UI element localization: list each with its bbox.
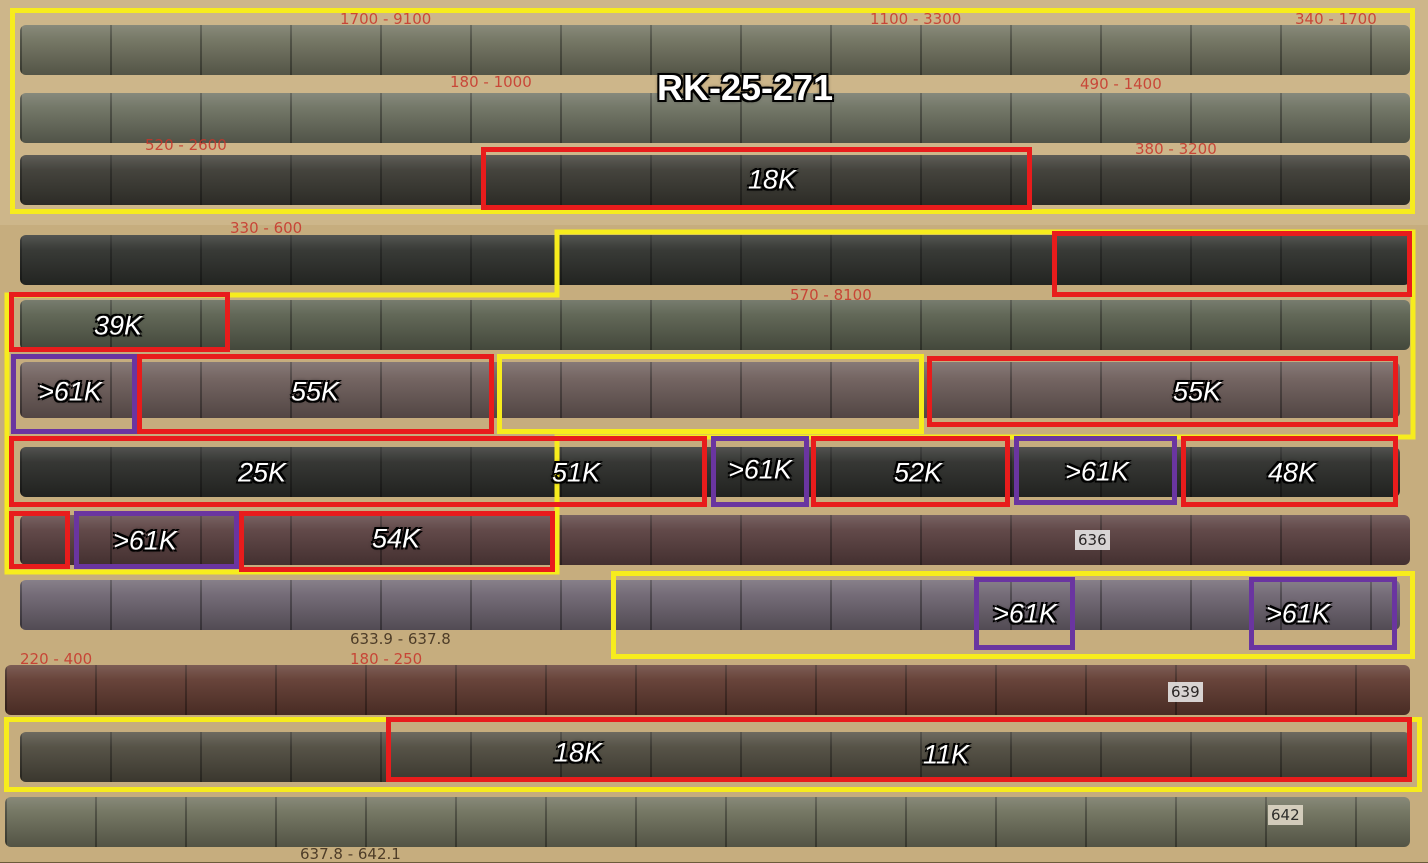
assay-label: 25K — [237, 457, 287, 488]
purple-assay-box — [711, 436, 809, 507]
core-row — [20, 447, 1400, 497]
yellow-zone-box — [611, 571, 1415, 659]
assay-label: >61K — [113, 525, 177, 556]
purple-assay-box — [11, 354, 137, 434]
assay-label: 11K — [922, 739, 970, 770]
core-row — [20, 732, 1410, 782]
red-assay-box — [481, 147, 1032, 210]
purple-assay-box — [74, 511, 239, 569]
assay-label: >61K — [1065, 456, 1129, 487]
assay-label: 48K — [1267, 457, 1317, 488]
assay-label: 39K — [93, 310, 143, 341]
core-row — [20, 300, 1410, 350]
depth-tag: 642 — [1268, 805, 1303, 825]
assay-label: 55K — [1172, 376, 1222, 407]
handwritten-note: 1100 - 3300 — [870, 10, 962, 28]
assay-label: 52K — [893, 457, 943, 488]
core-row — [20, 155, 1410, 205]
handwritten-note: 380 - 3200 — [1135, 140, 1217, 158]
handwritten-note: 180 - 1000 — [450, 73, 532, 91]
assay-label: >61K — [993, 598, 1057, 629]
yellow-zone-box — [497, 354, 924, 434]
core-row — [20, 235, 1410, 285]
handwritten-note: 520 - 2600 — [145, 136, 227, 154]
drillhole-title: RK-25-271 — [656, 67, 834, 108]
red-assay-box — [386, 717, 1412, 782]
red-assay-box — [239, 511, 555, 572]
red-assay-box — [9, 292, 230, 352]
assay-label: 51K — [551, 457, 601, 488]
core-row — [20, 93, 1410, 143]
red-assay-box — [9, 511, 70, 569]
handwritten-note: 490 - 1400 — [1080, 75, 1162, 93]
red-assay-box — [1181, 436, 1398, 507]
purple-assay-box — [1014, 436, 1177, 505]
handwritten-note: 340 - 1700 — [1295, 10, 1377, 28]
core-row — [20, 515, 1410, 565]
handwritten-note: 220 - 400 — [20, 650, 93, 668]
red-assay-box — [927, 356, 1398, 427]
assay-label: 18K — [553, 737, 603, 768]
handwritten-note: 637.8 - 642.1 — [300, 845, 401, 863]
red-assay-box — [811, 436, 1010, 507]
assay-label: >61K — [728, 454, 792, 485]
core-row — [5, 797, 1410, 847]
depth-tag: 639 — [1168, 682, 1203, 702]
assay-label: >61K — [38, 376, 102, 407]
purple-assay-box — [974, 577, 1075, 650]
assay-label: 55K — [290, 376, 340, 407]
core-row — [20, 362, 1400, 418]
yellow-zone-outline — [4, 229, 1416, 575]
yellow-zone-box — [10, 8, 1415, 214]
assay-label: >61K — [1266, 598, 1330, 629]
handwritten-note: 180 - 250 — [350, 650, 423, 668]
red-assay-box — [1052, 231, 1412, 297]
handwritten-note: 633.9 - 637.8 — [350, 630, 451, 648]
handwritten-note: 570 - 8100 — [790, 286, 872, 304]
assay-label: 18K — [747, 164, 797, 195]
purple-assay-box — [1249, 577, 1397, 650]
assay-label: 54K — [371, 523, 421, 554]
red-assay-box — [9, 436, 707, 507]
core-row — [20, 580, 1400, 630]
core-row — [20, 25, 1410, 75]
depth-tag: 636 — [1075, 530, 1110, 550]
handwritten-note: 330 - 600 — [230, 219, 303, 237]
red-assay-box — [137, 354, 494, 434]
handwritten-note: 1700 - 9100 — [340, 10, 432, 28]
